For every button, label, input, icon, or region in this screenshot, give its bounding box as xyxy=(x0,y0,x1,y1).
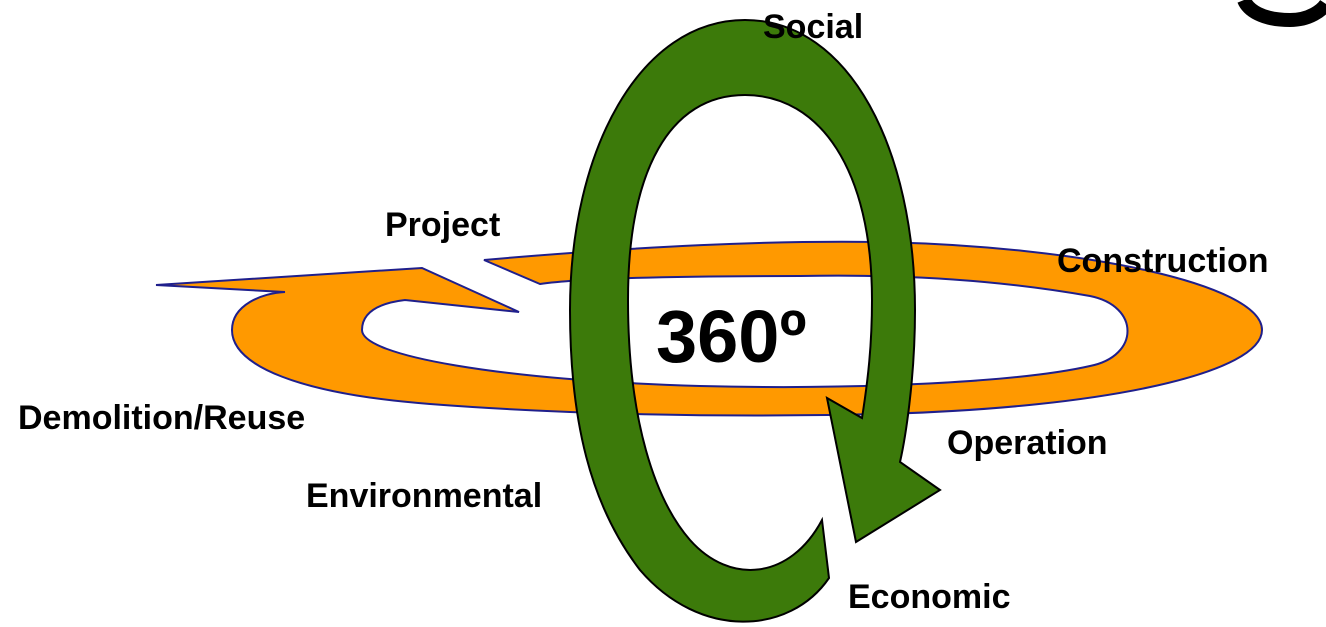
lifecycle-cycle-arrow xyxy=(155,240,1264,417)
label-construction: Construction xyxy=(1057,242,1269,280)
label-social: Social xyxy=(763,8,864,46)
label-operation: Operation xyxy=(947,424,1108,462)
label-demolition-reuse: Demolition/Reuse xyxy=(18,399,306,437)
center-label: 360º xyxy=(656,295,807,378)
label-economic: Economic xyxy=(848,578,1011,616)
corner-circle-fragment xyxy=(1237,0,1326,28)
label-environmental: Environmental xyxy=(306,477,543,515)
dimension-cycle-arrow xyxy=(568,18,942,623)
label-project: Project xyxy=(385,206,501,244)
